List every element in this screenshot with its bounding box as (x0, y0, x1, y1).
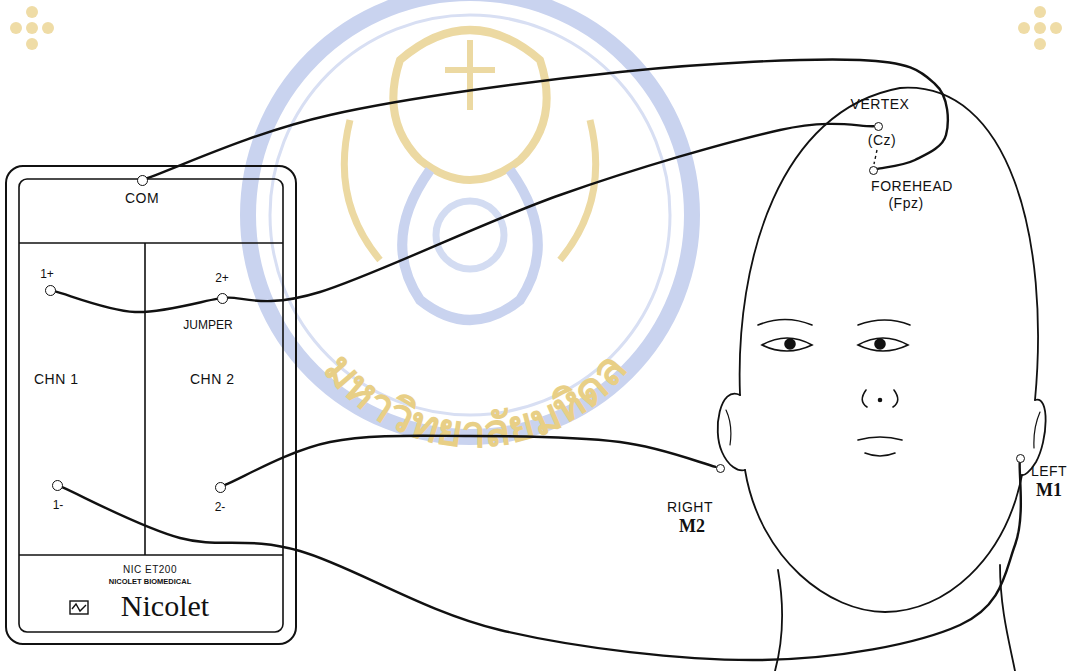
node-label: 1- (53, 499, 64, 512)
channel-label: CHN 2 (190, 372, 235, 387)
electrode-wire (228, 124, 874, 301)
node-label: 2- (215, 501, 226, 514)
electrode-wire (147, 60, 948, 179)
electrode-wire (228, 124, 874, 301)
electrode-wire (62, 463, 1021, 661)
node-label: 2+ (215, 272, 229, 285)
node-label: (Cz) (868, 133, 896, 148)
vertex-forehead-dash (874, 150, 877, 164)
input-terminal: 2- (215, 482, 226, 493)
amplifier-housing: COM 1+ 2+ 1- 2- NIC ET200NICOLET BIOMEDICAL Ni… (5, 165, 297, 645)
electrode-wire (55, 291, 216, 312)
electrode-site: VERTEX(Cz) (874, 122, 883, 131)
head-outline (718, 88, 1046, 671)
electrode-wire (225, 436, 715, 485)
node-label: FOREHEAD (871, 179, 953, 194)
node-label: COM (125, 191, 159, 206)
node-label: RIGHT (667, 500, 713, 515)
device-panels (19, 179, 283, 632)
node-label: NIC ET200 (123, 564, 177, 575)
node-label: NICOLET BIOMEDICAL (109, 578, 192, 586)
corner-ornament (10, 6, 1062, 50)
node-label: VERTEX (851, 97, 910, 112)
input-terminal: 1- (52, 480, 63, 491)
node-label: M1 (1036, 481, 1062, 501)
nicolet-logo-mark (70, 601, 88, 614)
electrode-site: RIGHTM2 (716, 464, 725, 473)
node-label: M2 (679, 517, 705, 537)
input-terminal: 1+ (45, 285, 56, 296)
jumper-label: JUMPER (183, 319, 232, 332)
electrode-wire (55, 291, 216, 312)
node-label: Nicolet (121, 589, 209, 622)
node-label: LEFT (1031, 464, 1067, 479)
com-terminal: COM (137, 175, 148, 186)
node-label: 1+ (40, 268, 54, 281)
electrode-site: FOREHEAD(Fpz) (869, 166, 878, 175)
channel-label: CHN 1 (34, 372, 79, 387)
face-features (758, 320, 910, 457)
electrode-site: LEFTM1 (1016, 454, 1025, 463)
electrode-wire (62, 463, 1021, 661)
input-terminal: 2+ (217, 293, 228, 304)
electrode-wire (225, 436, 715, 485)
electrode-wire (147, 60, 948, 179)
node-label: (Fpz) (888, 196, 923, 211)
